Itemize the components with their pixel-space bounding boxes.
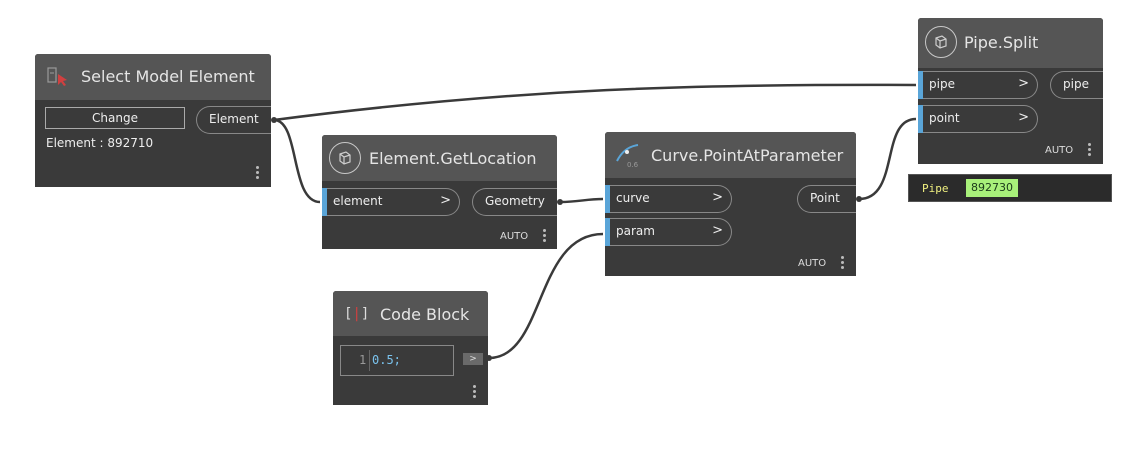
port-label: param xyxy=(616,224,655,238)
node-code-block[interactable]: [|] Code Block 1 0.5; > xyxy=(333,291,488,405)
port-label: point xyxy=(929,111,960,125)
code-block-icon: [|] xyxy=(344,306,370,322)
lacing-label: AUTO xyxy=(798,258,827,269)
node-menu-icon[interactable] xyxy=(473,385,476,400)
output-port-pipe[interactable]: pipe xyxy=(1050,71,1103,99)
node-title: Element.GetLocation xyxy=(369,149,537,168)
wire-element-to-getlocation xyxy=(273,118,321,204)
curve-parameter-icon: 0.6 xyxy=(614,141,642,169)
output-port-point[interactable]: Point xyxy=(797,185,856,213)
node-menu-icon[interactable] xyxy=(1088,143,1091,158)
node-title: Code Block xyxy=(380,305,470,324)
port-label: > xyxy=(469,354,477,364)
element-geometry-icon xyxy=(329,142,361,174)
port-label: pipe xyxy=(929,77,955,91)
port-label: Point xyxy=(810,191,840,205)
chevron-right-icon: > xyxy=(1018,76,1029,91)
node-select-model-element[interactable]: Select Model Element Change Element Elem… xyxy=(35,54,271,187)
node-title: Curve.PointAtParameter xyxy=(651,146,844,165)
wire-geometry-to-curve xyxy=(559,197,604,204)
element-info-text: Element : 892710 xyxy=(46,136,154,150)
line-number: 1 xyxy=(359,353,367,367)
change-button[interactable]: Change xyxy=(45,107,185,129)
output-preview: Pipe 892730 xyxy=(908,174,1112,202)
output-port-code[interactable]: > xyxy=(463,353,483,365)
wire-element-to-pipe xyxy=(273,83,917,122)
node-title: Select Model Element xyxy=(81,67,255,86)
chevron-right-icon: > xyxy=(440,193,451,208)
node-menu-icon[interactable] xyxy=(256,166,259,181)
port-label: element xyxy=(333,194,383,208)
preview-label: Pipe xyxy=(922,182,949,195)
lacing-label: AUTO xyxy=(500,231,529,242)
input-port-point[interactable]: point > xyxy=(918,105,1038,133)
wire-codeblock-to-param xyxy=(488,232,604,360)
node-title: Pipe.Split xyxy=(964,33,1039,52)
chevron-right-icon: > xyxy=(1018,110,1029,125)
code-editor[interactable]: 1 0.5; xyxy=(340,345,454,376)
output-port-element[interactable]: Element xyxy=(196,106,271,134)
input-port-element[interactable]: element > xyxy=(322,188,460,216)
lacing-label: AUTO xyxy=(1045,145,1074,156)
node-pipe-split[interactable]: Pipe.Split pipe > point > pipe AUTO xyxy=(918,18,1103,164)
port-label: Element xyxy=(209,112,259,126)
code-text[interactable]: 0.5; xyxy=(372,353,401,367)
preview-value: 892730 xyxy=(966,179,1018,197)
port-label: curve xyxy=(616,191,650,205)
port-label: pipe xyxy=(1063,77,1089,91)
input-port-curve[interactable]: curve > xyxy=(605,185,732,213)
input-port-pipe[interactable]: pipe > xyxy=(918,71,1038,99)
node-menu-icon[interactable] xyxy=(543,229,546,244)
chevron-right-icon: > xyxy=(712,190,723,205)
node-menu-icon[interactable] xyxy=(841,256,844,271)
select-element-icon xyxy=(47,67,69,87)
node-element-getlocation[interactable]: Element.GetLocation element > Geometry A… xyxy=(322,135,557,249)
node-curve-pointatparameter[interactable]: 0.6 Curve.PointAtParameter curve > param… xyxy=(605,132,856,276)
icon-text: 0.6 xyxy=(627,161,639,169)
chevron-right-icon: > xyxy=(712,223,723,238)
input-port-param[interactable]: param > xyxy=(605,218,732,246)
pipe-geometry-icon xyxy=(925,26,957,58)
port-label: Geometry xyxy=(485,194,545,208)
output-port-geometry[interactable]: Geometry xyxy=(472,188,557,216)
